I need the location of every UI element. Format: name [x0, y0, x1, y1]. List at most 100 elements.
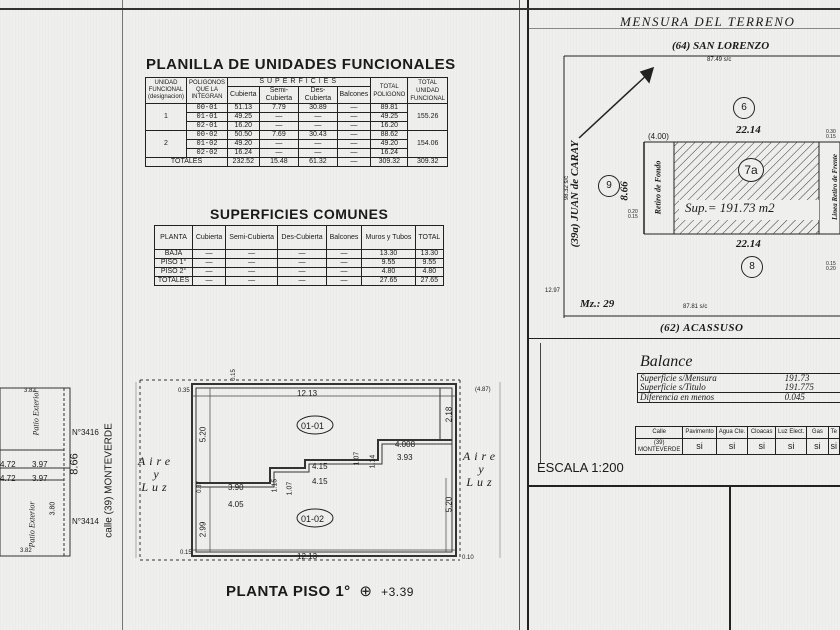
neighbor-lot-9: 9 [598, 175, 620, 197]
balance-left-line [540, 343, 541, 463]
table-row: 02-02 16.24 — — — 16.24 [146, 148, 448, 158]
floor-plan-walls [139, 379, 461, 561]
cell: — [325, 267, 363, 277]
small-dim: 0.20 [826, 266, 836, 272]
cell: — [258, 148, 300, 158]
cell: 30.43 [298, 130, 338, 140]
poligono-cell: 01-02 [186, 139, 229, 149]
street-bottom-dim: 87.81 s/c [683, 304, 708, 310]
cell: — [336, 112, 372, 122]
small-dim: 0.30 [826, 129, 836, 135]
cell: 16.20 [227, 121, 260, 131]
cell: 0.045 [782, 392, 840, 403]
cell: 191.775 [784, 382, 814, 392]
dim-d7: 5.20 [198, 426, 208, 443]
cell: — [192, 267, 227, 277]
luz-word: Luz [466, 475, 496, 489]
small-dim: 0.15 [826, 134, 836, 140]
units-hdr-des: Des-Cubierta [298, 86, 338, 104]
total-uf-cell: 155.26 [407, 103, 448, 131]
units-hdr-uf: UNIDAD FUNCIONAL (designacion) [144, 77, 188, 104]
cell: (39) MONTEVERDE [634, 438, 684, 455]
cell: — [225, 258, 279, 268]
cell: si [827, 438, 840, 455]
cell: BAJA [153, 249, 194, 259]
table-row: 2 00-02 50.50 7.69 30.43 — 88.62 154.06 [144, 130, 448, 158]
sheet-border-right [527, 0, 529, 630]
sheet-divider-right [519, 0, 520, 630]
table-row: Calle Pavimento Agua Cte. Cloacas Luz El… [634, 426, 840, 439]
table-row: 02-01 16.20 — — — 16.20 [146, 121, 448, 131]
cell: — [192, 276, 227, 286]
floor-plan-drawing [135, 379, 501, 561]
cell: 27.65 [361, 276, 416, 286]
floor-plan-title: PLANTA PISO 1° ⊕ +3.39 [226, 582, 414, 600]
cell: — [336, 148, 372, 158]
cell: — [325, 276, 363, 286]
cell: — [225, 267, 279, 277]
common-hdr-total: TOTAL [414, 225, 445, 250]
common-hdr-muros: Muros y Tubos [361, 225, 416, 250]
cell: 13.30 [361, 249, 416, 259]
scale-label: ESCALA 1:200 [537, 460, 624, 475]
cell: — [258, 112, 300, 122]
title-block-top [529, 485, 840, 487]
cell: 15.48 [258, 157, 300, 167]
survey-bottom-line [529, 338, 840, 339]
dim-d2: 4.15 [312, 477, 328, 486]
cell: si [747, 438, 776, 455]
left-dim-2: 3.97 [32, 460, 48, 469]
cell: Cloacas [747, 426, 776, 439]
cell: — [192, 249, 227, 259]
cell: 309.32 [370, 157, 409, 167]
neighbor-lot-8: 8 [741, 256, 763, 278]
small-dim-a: 0.20 0.15 [628, 210, 638, 220]
cell: 88.62 [370, 130, 409, 140]
cell: — [336, 130, 372, 140]
street-left-dim: 98.32 s/c [564, 175, 571, 201]
left-dim-3: 4.72 [0, 474, 16, 483]
cell: 4.80 [414, 267, 445, 277]
cell: 232.52 [227, 157, 260, 167]
units-table: UNIDAD FUNCIONAL (designacion) POLIGONOS… [144, 77, 448, 167]
dim-d5: 4.008 [395, 440, 416, 449]
left-dim-1: 4.72 [0, 460, 16, 469]
units-hdr-total: TOTAL POLIGONO [370, 77, 409, 104]
cell: — [336, 157, 372, 167]
table-row: (39) MONTEVERDE si si si si si si [634, 438, 840, 455]
left-dim-4: 3.97 [32, 474, 48, 483]
small-dim-b: 0.30 0.15 [826, 130, 836, 140]
cell: 9.55 [361, 258, 416, 268]
cell: 49.25 [227, 112, 260, 122]
poligono-cell: 02-01 [186, 121, 229, 131]
retiro-fondo-label: Retiro de Fondo [653, 160, 663, 215]
dim-d11: 1.07 [353, 451, 361, 466]
small-dim: 0.15 [628, 214, 638, 220]
cell: 9.55 [414, 258, 445, 268]
cell: TOTALES [153, 276, 194, 286]
units-table-title: PLANILLA DE UNIDADES FUNCIONALES [146, 56, 456, 73]
lot-surface: Sup.= 191.73 m2 [683, 200, 777, 216]
cell: 16.20 [370, 121, 409, 131]
unit-01-01-oval [296, 415, 334, 435]
title-block-divider [729, 487, 731, 630]
unit-01-01-label: 01-01 [301, 421, 325, 431]
poligono-cell: 00-02 [186, 130, 229, 140]
cell: — [298, 148, 338, 158]
unit-01-02-label: 01-02 [301, 514, 325, 524]
cell: si [774, 438, 808, 455]
dim-top: 12.13 [297, 389, 318, 398]
small-dim: 0.15 [826, 261, 836, 267]
cell: PISO 1° [153, 258, 194, 268]
cell: — [258, 139, 300, 149]
units-rows: 1 00-01 51.13 7.79 30.89 — 89.81 155.26 … [144, 103, 448, 167]
width-bottom: 22.14 [736, 238, 761, 250]
cell: 16.24 [227, 148, 260, 158]
services-table: Calle Pavimento Agua Cte. Cloacas Luz El… [634, 426, 840, 455]
cell: si [682, 438, 717, 455]
cell: — [298, 139, 338, 149]
table-row: PISO 2° — — — — 4.80 4.80 [153, 267, 445, 277]
cell: 191.73 [782, 373, 840, 383]
north-arrow-icon [578, 66, 655, 139]
